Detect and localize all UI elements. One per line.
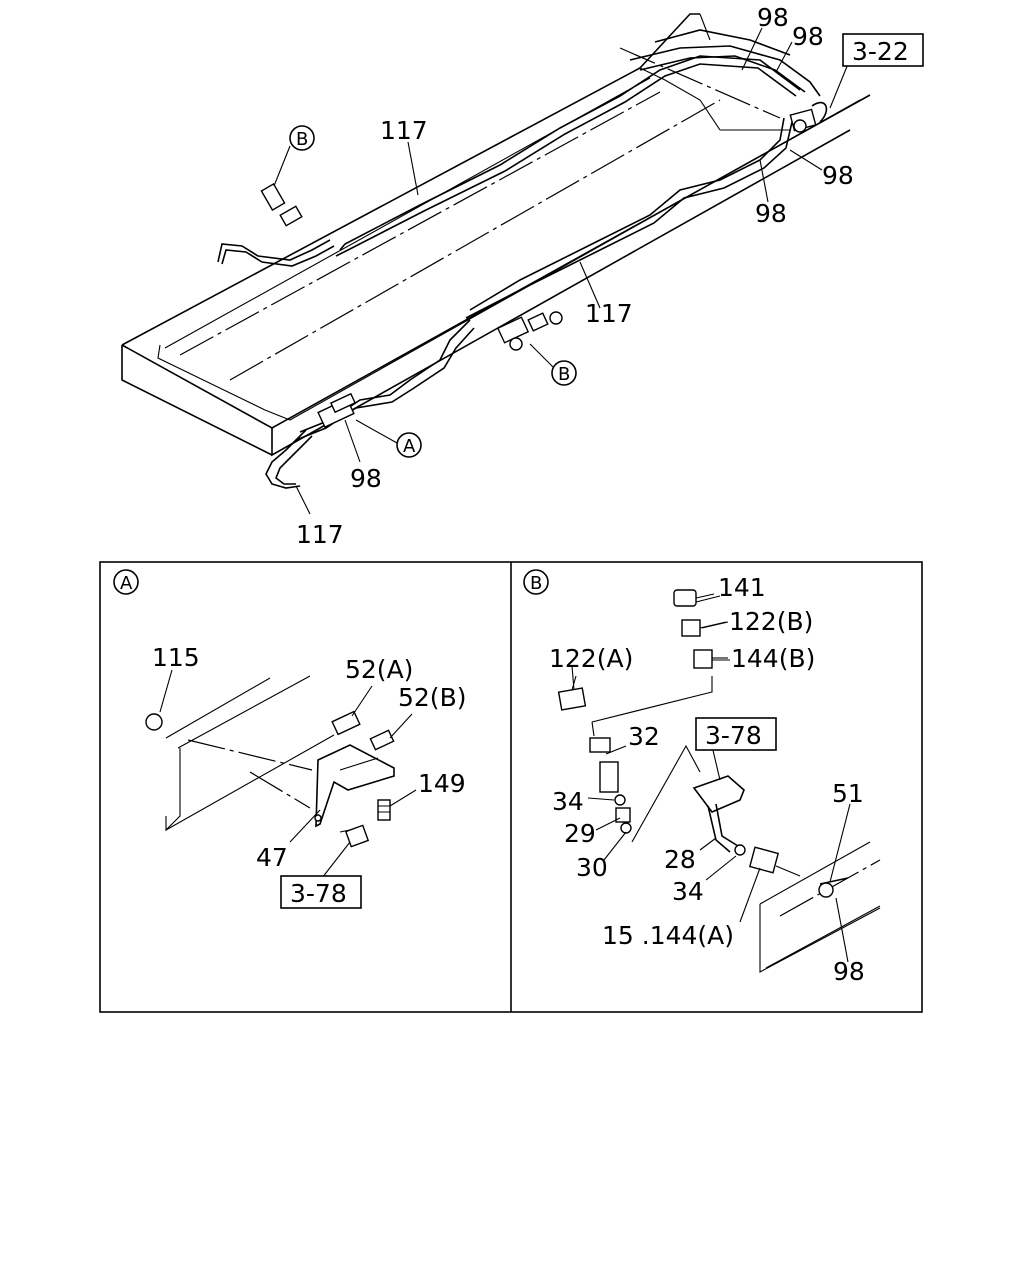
callout-b-mid-letter: B	[558, 364, 570, 385]
label-117-mid: 117	[585, 299, 633, 328]
callout-b-top[interactable]: B	[289, 125, 315, 151]
label-34-top: 34	[552, 787, 584, 816]
ref-box-b-3-78[interactable]: 3-78	[695, 717, 777, 751]
callout-b-top-letter: B	[296, 129, 308, 150]
label-98-e: 98	[350, 464, 382, 493]
ref-b-3-78-text: 3-78	[705, 721, 762, 750]
detail-b-marker: B	[523, 569, 549, 595]
frame-rail-assembly	[121, 13, 871, 457]
detail-a-panel: A	[113, 569, 417, 879]
label-52b: 52(B)	[398, 683, 466, 712]
ref-3-22-text: 3-22	[852, 37, 909, 66]
label-98-d: 98	[755, 199, 787, 228]
label-29: 29	[564, 819, 596, 848]
detail-b-panel: B	[523, 569, 881, 973]
label-122b: 122(B)	[729, 607, 813, 636]
brake-pipes	[217, 29, 828, 489]
label-117-top: 117	[380, 116, 428, 145]
detail-a-marker-letter: A	[120, 573, 133, 594]
label-115: 115	[152, 643, 200, 672]
label-47: 47	[256, 843, 288, 872]
detail-b-marker-letter: B	[530, 573, 542, 594]
label-122a: 122(A)	[549, 644, 633, 673]
ref-box-3-22[interactable]: 3-22	[842, 33, 924, 67]
label-34-bottom: 34	[672, 877, 704, 906]
callout-b-mid[interactable]: B	[551, 360, 577, 386]
label-98-b: 98	[792, 22, 824, 51]
label-15-144a: 15 .144(A)	[602, 921, 734, 950]
ref-box-a-3-78[interactable]: 3-78	[280, 875, 362, 909]
label-141: 141	[718, 573, 766, 602]
detail-a-marker: A	[113, 569, 139, 595]
ref-a-3-78-text: 3-78	[290, 879, 347, 908]
callout-a[interactable]: A	[396, 432, 422, 458]
label-51: 51	[832, 779, 864, 808]
label-149: 149	[418, 769, 466, 798]
callout-a-letter: A	[403, 436, 416, 457]
label-98-c: 98	[822, 161, 854, 190]
label-32: 32	[628, 722, 660, 751]
top-view-leaders	[273, 27, 849, 515]
label-98-a: 98	[757, 3, 789, 32]
label-98: 98	[833, 957, 865, 986]
label-28: 28	[664, 845, 696, 874]
label-117-bottom: 117	[296, 520, 344, 549]
label-30: 30	[576, 853, 608, 882]
label-144b: 144(B)	[731, 644, 815, 673]
label-52a: 52(A)	[345, 655, 413, 684]
